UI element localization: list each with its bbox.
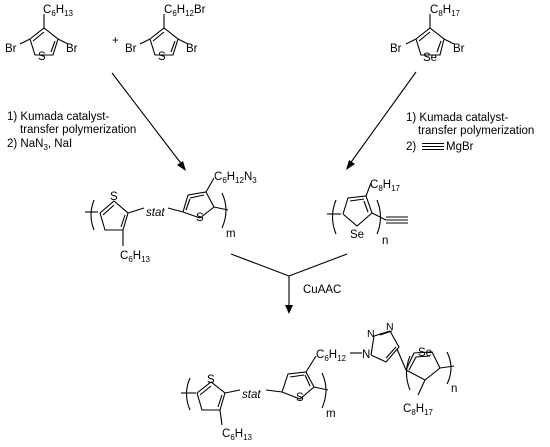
selenium-atom-label: Se [418,347,432,359]
sulfur-atom-label: S [110,191,118,203]
grignard-reagent-label: MgBr [446,141,474,153]
condition-line-2: transfer polymerization [418,125,534,137]
statistical-label: stat [146,207,165,219]
monomer-hexylthiophene: S C6H13 Br Br [5,4,78,63]
monomer-octylselenophene: Se C8H17 Br Br [390,4,465,64]
sulfur-atom-label: S [158,51,166,63]
terminal-alkyne-bond [386,216,408,224]
polymer-alkyne-selenophene: Se C8H17 n [327,179,408,247]
octyl-substituent-label: C8H17 [403,403,434,417]
statistical-label: stat [242,389,261,401]
repeat-unit-n: n [451,383,457,395]
condition-line-1: 1) Kumada catalyst- [7,111,109,123]
arrow-left-to-polymer [111,72,186,171]
octyl-substituent-label: C8H17 [430,4,461,18]
sulfur-atom-label: S [196,212,204,224]
hexyl-substituent-label: C6H13 [222,428,253,442]
condition-line-3: 2) NaN3, NaI [7,138,72,152]
triazole-ring: N N N [362,321,407,371]
product-copolymer: S C6H13 stat S C6H12 m N N N Se C8H17 [181,321,457,442]
selenium-atom-label: Se [423,52,437,64]
cuaac-label: CuAAC [303,284,341,296]
triazole-nitrogen-label: N [367,328,375,340]
triazole-nitrogen-label: N [362,349,370,361]
selenium-atom-label: Se [350,229,364,241]
bromine-left-label: Br [125,43,137,55]
bromine-left-label: Br [390,43,402,55]
bromine-right-label: Br [453,43,465,55]
bromine-right-label: Br [186,43,198,55]
sulfur-atom-label: S [38,51,46,63]
repeat-unit-n: n [382,235,388,247]
hexyl-linker-label: C6H12 [316,349,347,363]
sulfur-atom-label: S [296,392,304,404]
octyl-substituent-label: C8H17 [370,179,401,193]
monomer-bromohexylthiophene: S C6H12Br Br Br [125,4,206,63]
triple-bond-symbol [422,142,444,151]
condition-line-1: 1) Kumada catalyst- [406,112,508,124]
hexyl-substituent-label: C6H13 [43,4,74,18]
repeat-unit-m: m [326,408,336,420]
convergent-arrow [230,253,348,314]
bromohexyl-substituent-label: C6H12Br [164,4,206,18]
conditions-left: 1) Kumada catalyst- transfer polymerizat… [7,111,136,152]
plus-sign: + [112,35,119,47]
arrow-right-to-polymer [346,71,417,170]
bromine-right-label: Br [66,43,78,55]
hexyl-substituent-label: C6H13 [120,250,151,264]
condition-line-3-prefix: 2) [406,141,416,153]
sulfur-atom-label: S [207,374,215,386]
bromine-left-label: Br [5,43,17,55]
conditions-right: 1) Kumada catalyst- transfer polymerizat… [406,112,534,153]
triazole-nitrogen-label: N [386,321,394,333]
polymer-azide-statistical: S C6H13 stat S C6H12N3 m [85,171,257,264]
condition-line-2: transfer polymerization [20,124,136,136]
azidohexyl-substituent-label: C6H12N3 [214,171,257,185]
repeat-unit-m: m [226,228,236,240]
